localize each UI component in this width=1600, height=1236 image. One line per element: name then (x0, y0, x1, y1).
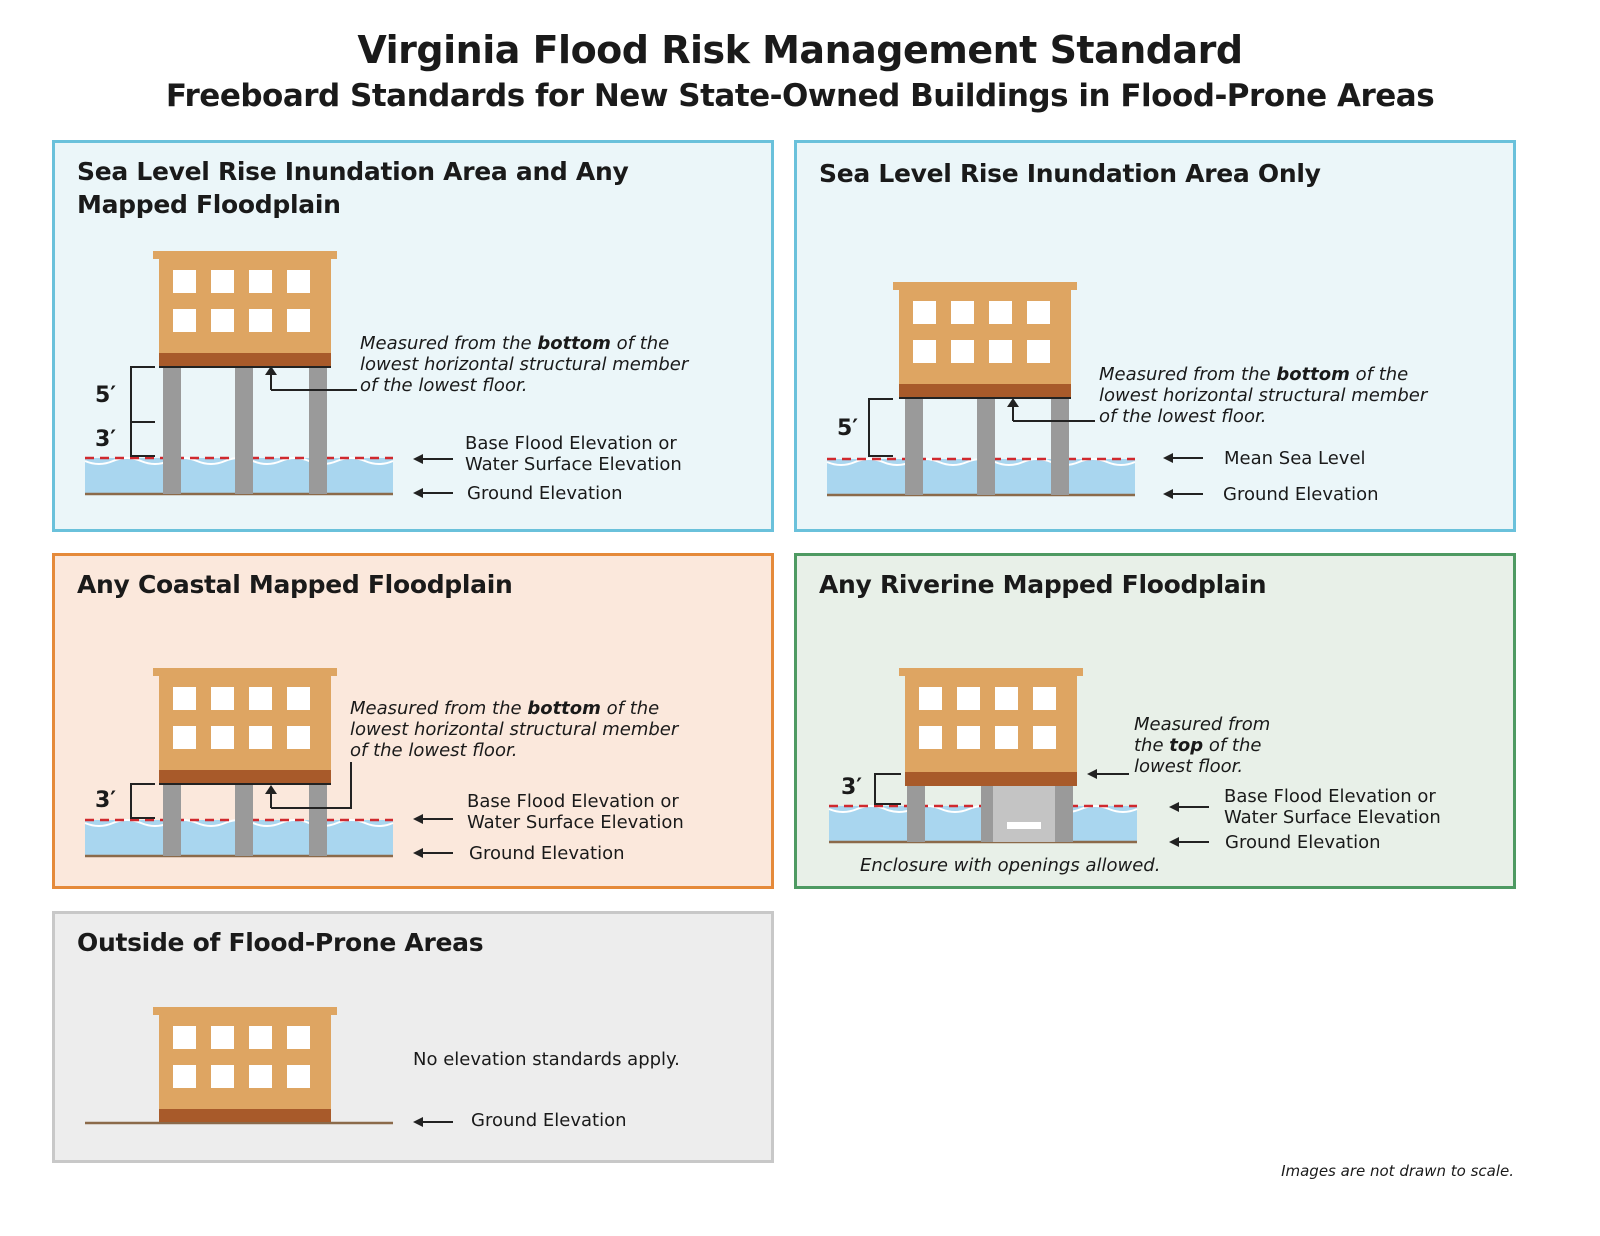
elevated-building-diagram (826, 282, 1203, 499)
dimension-5ft: 5′ (837, 416, 859, 441)
elevated-building-diagram (84, 251, 453, 498)
measurement-note: Measured from the bottom of the lowest h… (360, 333, 689, 396)
dimension-3ft: 3′ (95, 788, 117, 813)
pier (235, 365, 253, 494)
panel-title: Sea Level Rise Inundation Area and Any M… (77, 157, 629, 219)
windows (173, 1026, 310, 1088)
water-label: Base Flood Elevation or Water Surface El… (465, 433, 682, 475)
panel-title: Outside of Flood-Prone Areas (77, 928, 484, 957)
elevated-building-diagram (84, 668, 453, 858)
enclosure (981, 784, 1055, 842)
pier (1051, 397, 1069, 495)
lowest-floor-slab (159, 1109, 331, 1122)
pier (905, 397, 923, 495)
dimension-bracket (130, 783, 155, 819)
page-subtitle: Freeboard Standards for New State-Owned … (165, 78, 1435, 114)
building-roof (153, 668, 337, 676)
measurement-note: Measured from the top of the lowest floo… (1134, 714, 1271, 777)
pointer-line (271, 762, 352, 809)
pier (163, 365, 181, 494)
building-roof (893, 282, 1077, 290)
measurement-note: Measured from the bottom of the lowest h… (1099, 364, 1428, 427)
lowest-floor-slab (159, 770, 331, 784)
panel-title: Any Coastal Mapped Floodplain (77, 570, 513, 599)
windows (919, 687, 1056, 749)
dimension-5ft: 5′ (95, 383, 117, 408)
pier (163, 784, 181, 856)
no-standards-note: No elevation standards apply. (413, 1049, 680, 1070)
building-roof (153, 251, 337, 259)
ground-label: Ground Elevation (471, 1110, 627, 1131)
windows (913, 301, 1050, 363)
dimension-bracket (130, 366, 155, 457)
panel-outside-flood-prone: Outside of Flood-Prone Areas No elevatio… (52, 911, 774, 1163)
pier (235, 784, 253, 856)
dimension-3ft: 3′ (841, 775, 863, 800)
pier (1055, 786, 1073, 842)
panel-title: Any Riverine Mapped Floodplain (819, 570, 1267, 599)
dimension-bracket (868, 398, 893, 457)
panel-slr-and-floodplain: Sea Level Rise Inundation Area and Any M… (52, 140, 774, 532)
water-label: Base Flood Elevation or Water Surface El… (1224, 786, 1441, 828)
pier (977, 397, 995, 495)
page-title: Virginia Flood Risk Management Standard (357, 28, 1243, 72)
enclosure-note: Enclosure with openings allowed. (860, 855, 1161, 876)
panel-slr-only: Sea Level Rise Inundation Area Only 5′ M… (794, 140, 1516, 532)
windows (173, 687, 310, 749)
lowest-floor-slab (159, 353, 331, 367)
water-label: Base Flood Elevation or Water Surface El… (467, 791, 684, 833)
panel-coastal-floodplain: Any Coastal Mapped Floodplain 3′ Measure… (52, 553, 774, 889)
panel-riverine-floodplain: Any Riverine Mapped Floodplain 3′ Measur… (794, 553, 1516, 889)
dimension-bracket (874, 773, 901, 805)
dimension-3ft: 3′ (95, 427, 117, 452)
pier (907, 786, 925, 842)
windows (173, 270, 310, 332)
ground-label: Ground Elevation (467, 483, 623, 504)
water-label: Mean Sea Level (1224, 448, 1366, 469)
ground-label: Ground Elevation (1223, 484, 1379, 505)
scale-disclaimer: Images are not drawn to scale. (1281, 1162, 1514, 1180)
ground-label: Ground Elevation (469, 843, 625, 864)
panel-title: Sea Level Rise Inundation Area Only (819, 159, 1321, 188)
lowest-floor-slab (905, 772, 1077, 786)
ground-building-diagram (85, 1007, 453, 1127)
enclosure-opening (1007, 822, 1041, 829)
measurement-note: Measured from the bottom of the lowest h… (350, 698, 679, 761)
lowest-floor-slab (899, 384, 1071, 398)
pier (309, 784, 327, 856)
enclosed-building-diagram (828, 668, 1209, 847)
pier (309, 365, 327, 494)
building-roof (153, 1007, 337, 1015)
building-roof (899, 668, 1083, 676)
ground-label: Ground Elevation (1225, 832, 1381, 853)
